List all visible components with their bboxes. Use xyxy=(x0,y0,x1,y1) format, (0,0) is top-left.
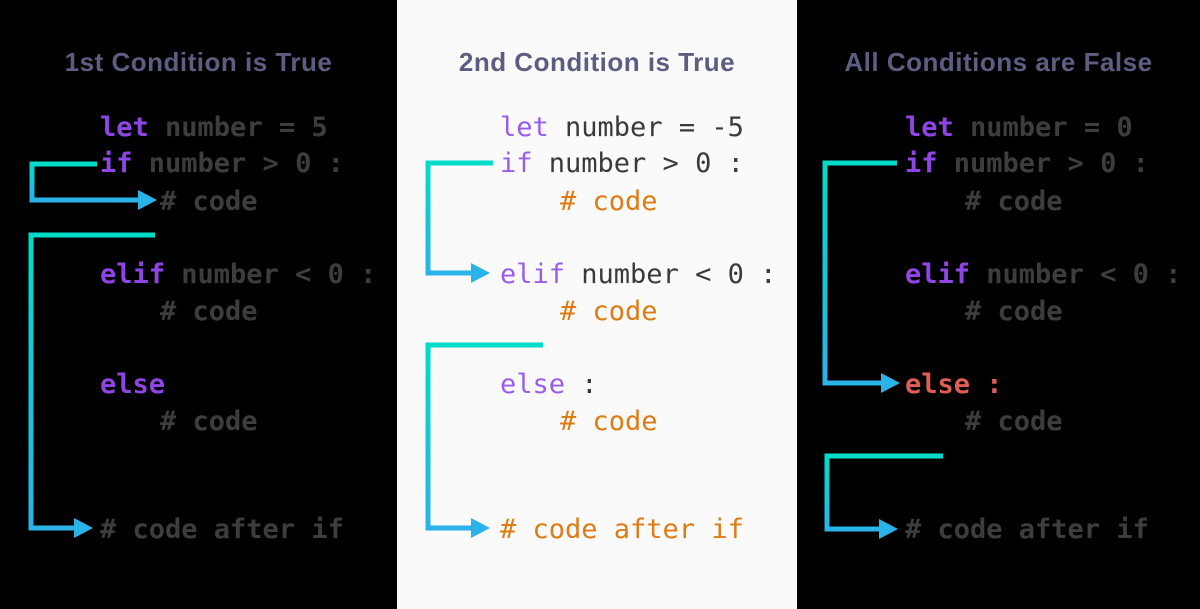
code-line-let: let number = -5 xyxy=(500,110,744,146)
code-line-if: if number > 0 : xyxy=(100,146,344,182)
code-text: : xyxy=(565,369,598,400)
comment-if-body: # code xyxy=(560,186,658,217)
comment-if-body: # code xyxy=(965,186,1063,217)
code-text: number > 0 : xyxy=(532,148,744,179)
code-text: number > 0 : xyxy=(132,148,344,179)
comment-code-after-if: # code after if xyxy=(905,514,1149,545)
code-line-elif: elif number < 0 : xyxy=(500,257,776,293)
code-line-let: let number = 0 xyxy=(905,110,1133,146)
comment-elif-body: # code xyxy=(560,296,658,327)
panel-title: 1st Condition is True xyxy=(64,47,333,77)
comment-elif-body: # code xyxy=(965,296,1063,327)
code-text: number < 0 : xyxy=(970,259,1182,290)
panel-first-condition-true: 1st Condition is True let number = 5 if … xyxy=(0,0,397,609)
panel-title: All Conditions are False xyxy=(844,47,1153,77)
keyword-if: if xyxy=(100,148,133,179)
panel-title: 2nd Condition is True xyxy=(458,47,736,77)
keyword-else: else xyxy=(500,369,566,400)
keyword-let: let xyxy=(500,112,549,143)
code-text: number = 0 xyxy=(953,112,1133,143)
keyword-if: if xyxy=(500,148,533,179)
keyword-elif: elif xyxy=(905,259,971,290)
panel-second-condition-true: 2nd Condition is True let number = -5 if… xyxy=(397,0,797,609)
code-text: number = 5 xyxy=(148,112,328,143)
code-line-if: if number > 0 : xyxy=(500,146,744,182)
comment-code-after-if: # code after if xyxy=(100,514,344,545)
comment-elif-body: # code xyxy=(160,296,258,327)
keyword-if: if xyxy=(905,148,938,179)
panel-all-conditions-false: All Conditions are False let number = 0 … xyxy=(797,0,1200,609)
keyword-let: let xyxy=(905,112,954,143)
comment-else-body: # code xyxy=(965,406,1063,437)
code-line-if: if number > 0 : xyxy=(905,146,1149,182)
keyword-let: let xyxy=(100,112,149,143)
code-line-else: else : xyxy=(905,367,1003,403)
code-line-elif: elif number < 0 : xyxy=(100,257,376,293)
code-line-let: let number = 5 xyxy=(100,110,328,146)
keyword-elif: elif xyxy=(500,259,566,290)
comment-code-after-if: # code after if xyxy=(500,514,744,545)
code-text: number = -5 xyxy=(548,112,744,143)
keyword-elif: elif xyxy=(100,259,166,290)
code-text: number < 0 : xyxy=(565,259,777,290)
code-line-else: else : xyxy=(500,367,598,403)
code-line-elif: elif number < 0 : xyxy=(905,257,1181,293)
comment-else-body: # code xyxy=(160,406,258,437)
code-text: number < 0 : xyxy=(165,259,377,290)
comment-if-body: # code xyxy=(160,186,258,217)
code-line-else: else xyxy=(100,367,165,403)
code-text: number > 0 : xyxy=(937,148,1149,179)
comment-else-body: # code xyxy=(560,406,658,437)
keyword-else: else : xyxy=(905,369,1003,400)
keyword-else: else xyxy=(100,369,166,400)
